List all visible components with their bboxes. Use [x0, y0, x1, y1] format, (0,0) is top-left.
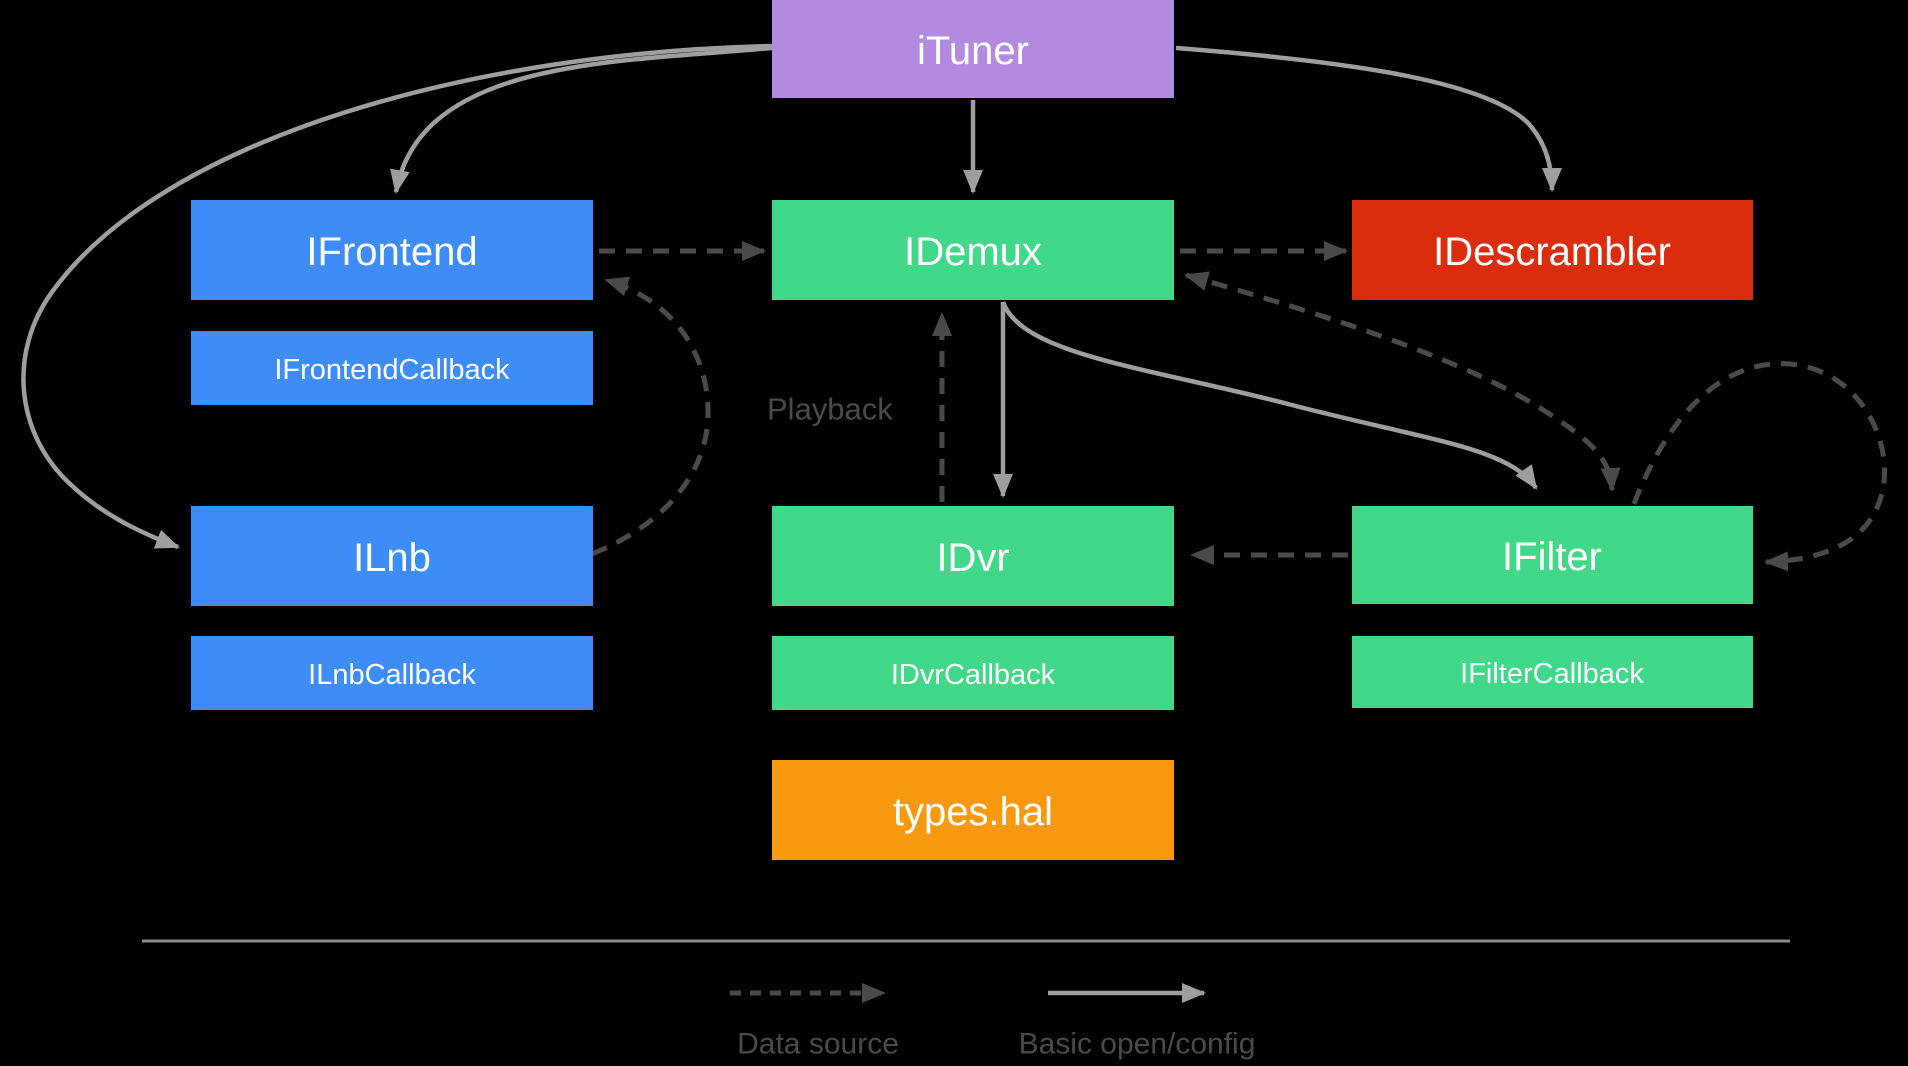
- node-ifrontend-callback: IFrontendCallback: [191, 331, 593, 405]
- node-ituner: iTuner: [772, 0, 1174, 98]
- node-ifilter-callback: IFilterCallback: [1352, 636, 1753, 708]
- node-ifilter-label: IFilter: [1502, 535, 1602, 579]
- node-ifilter: IFilter: [1352, 506, 1753, 604]
- node-ifrontend-callback-box: [191, 331, 593, 405]
- edge-idemux-ifilter-solid: [1000, 301, 1538, 490]
- node-ifilter-callback-box: [1352, 636, 1753, 708]
- node-idvr-callback: IDvrCallback: [772, 636, 1174, 710]
- edge-ituner-idescrambler-solid: [1175, 45, 1562, 192]
- edge-idemux-ifilter-dashed-bidirectional: [1184, 271, 1621, 492]
- edge-ifilter-self-loop-dashed: [1631, 361, 1888, 572]
- node-ilnb-label: ILnb: [353, 536, 431, 580]
- edge-ilnb-ifrontend-dashed: [591, 276, 711, 557]
- node-idvr-callback-box: [772, 636, 1174, 710]
- node-ilnb-callback: ILnbCallback: [191, 636, 593, 710]
- node-ituner-box: [772, 0, 1174, 98]
- node-idvr-label: IDvr: [936, 536, 1009, 580]
- node-ilnb: ILnb: [191, 506, 593, 606]
- node-idemux-box: [772, 200, 1174, 300]
- node-ilnb-callback-label: ILnbCallback: [308, 659, 476, 691]
- node-idemux: IDemux: [772, 200, 1174, 300]
- node-idescrambler-label: IDescrambler: [1433, 230, 1671, 274]
- node-ituner-label: iTuner: [917, 29, 1029, 73]
- node-idvr-callback-label: IDvrCallback: [891, 659, 1056, 691]
- node-ifrontend-callback-label: IFrontendCallback: [274, 354, 510, 386]
- edge-ituner-ifrontend-solid: [390, 45, 773, 194]
- node-ifilter-callback-label: IFilterCallback: [1460, 658, 1644, 690]
- node-types-hal: types.hal: [772, 760, 1174, 860]
- node-ifilter-box: [1352, 506, 1753, 604]
- node-ifrontend: IFrontend: [191, 200, 593, 300]
- node-types-hal-box: [772, 760, 1174, 860]
- playback-label: Playback: [767, 392, 893, 427]
- node-ilnb-box: [191, 506, 593, 606]
- edge-ituner-ilnb-solid: [21, 43, 773, 550]
- node-ifrontend-label: IFrontend: [306, 230, 477, 274]
- node-ilnb-callback-box: [191, 636, 593, 710]
- node-types-hal-label: types.hal: [893, 790, 1053, 834]
- node-idvr-box: [772, 506, 1174, 606]
- legend-basic-open-config-label: Basic open/config: [1019, 1028, 1256, 1061]
- node-idvr: IDvr: [772, 506, 1174, 606]
- legend-data-source-label: Data source: [737, 1028, 899, 1061]
- legend: Data source Basic open/config: [142, 939, 1790, 1061]
- node-idescrambler: IDescrambler: [1352, 200, 1753, 300]
- node-idemux-label: IDemux: [904, 230, 1042, 274]
- node-ifrontend-box: [191, 200, 593, 300]
- node-idescrambler-box: [1352, 200, 1753, 300]
